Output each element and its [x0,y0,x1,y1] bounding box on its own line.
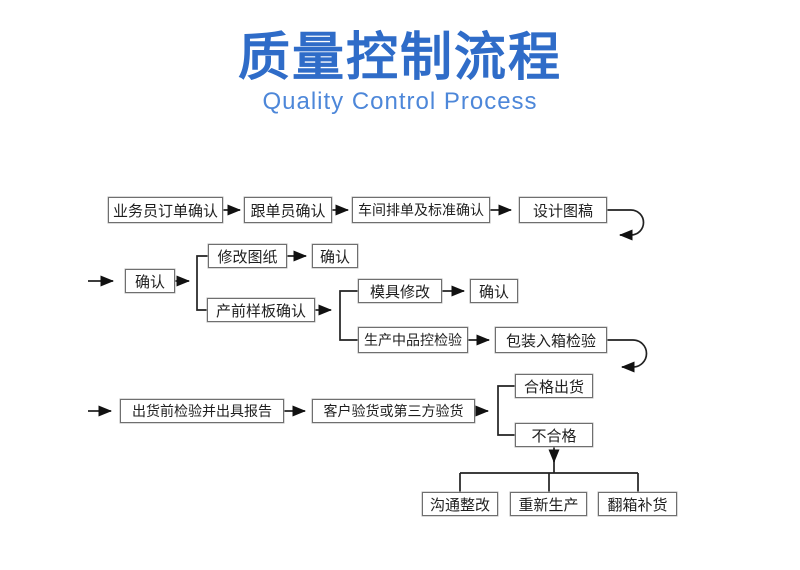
junction-n5 [196,255,208,311]
flow-node-reproduce: 重新生产 [510,492,587,516]
page-title: 质量控制流程 [237,29,562,87]
flow-node-preproduction-sample-confirm: 产前样板确认 [207,298,315,322]
flow-node-qualified-ship: 合格出货 [515,374,593,398]
flow-node-workshop-schedule-standard-confirm: 车间排单及标准确认 [352,197,490,223]
flow-node-confirm-3: 确认 [470,279,518,303]
flow-node-confirm-2: 确认 [312,244,358,268]
flow-node-revise-drawing: 修改图纸 [208,244,287,268]
flow-node-communicate-rectify: 沟通整改 [422,492,498,516]
junction-n8 [339,290,358,341]
flow-node-customer-or-thirdparty-inspection: 客户验货或第三方验货 [312,399,475,423]
page-subtitle: Quality Control Process [262,88,538,116]
tree-n16 [459,447,639,492]
flow-node-packing-boxing-inspection: 包装入箱检验 [495,327,607,353]
wrap-loop-2 [607,339,648,373]
flow-node-confirm-1: 确认 [125,269,175,293]
flow-node-preshipment-inspection-report: 出货前检验并出具报告 [120,399,284,423]
flow-node-rebox-replenish: 翻箱补货 [598,492,677,516]
page-header: 质量控制流程 Quality Control Process [0,29,800,116]
flow-node-mold-modification: 模具修改 [358,279,442,303]
junction-n14 [497,385,515,436]
flow-node-design-draft: 设计图稿 [519,197,607,223]
flow-node-unqualified: 不合格 [515,423,593,447]
flow-node-inprocess-qc-inspection: 生产中品控检验 [358,327,468,353]
flow-node-merchandiser-confirm: 跟单员确认 [244,197,332,223]
wrap-loop-1 [607,209,645,241]
flow-node-salesman-order-confirm: 业务员订单确认 [108,197,223,223]
